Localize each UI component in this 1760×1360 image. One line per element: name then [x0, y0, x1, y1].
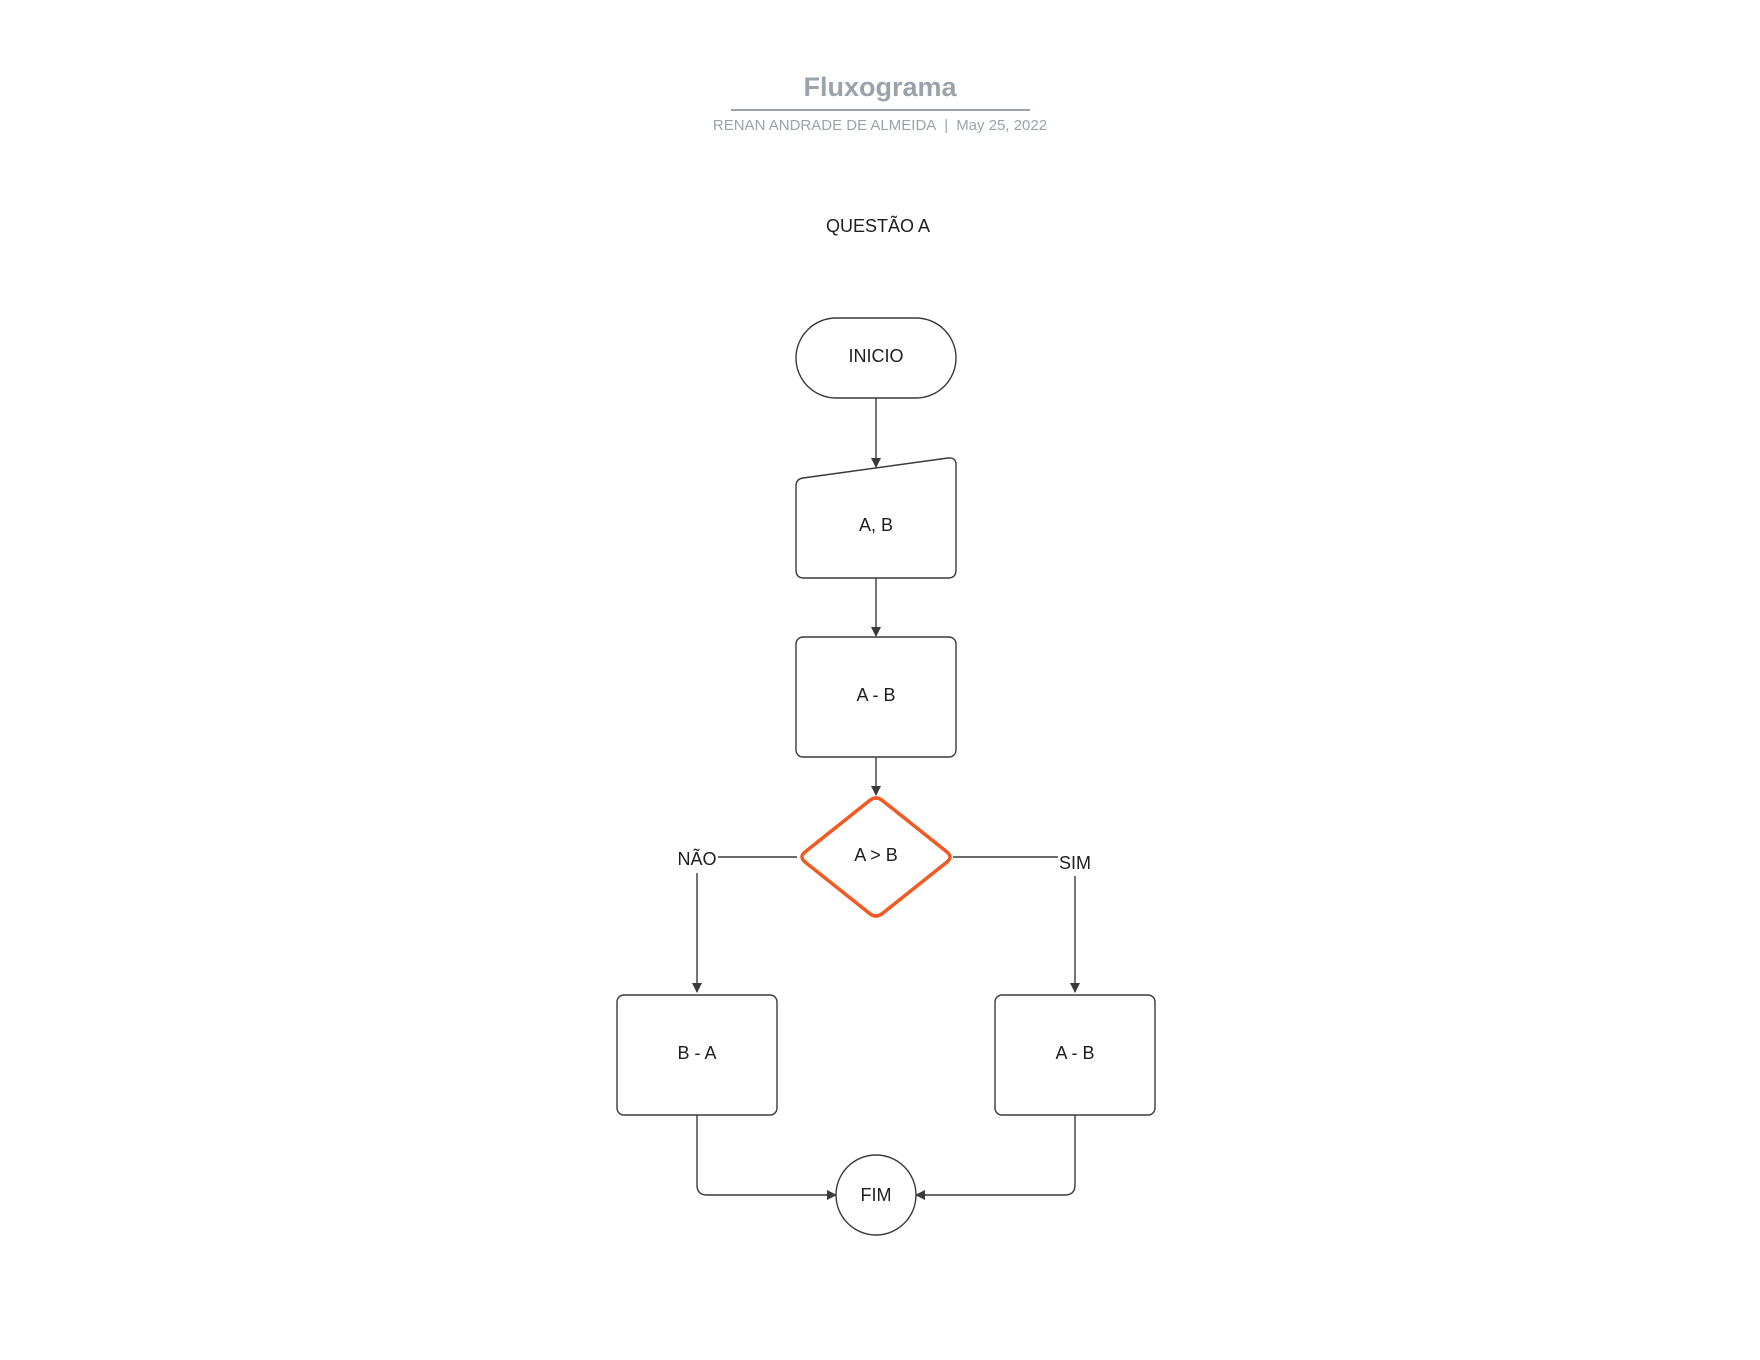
- edge-ab-to-end: [915, 1115, 1076, 1200]
- title-underline: [731, 109, 1030, 111]
- node-process: A - B: [795, 636, 957, 758]
- node-process-label: A - B: [856, 685, 895, 705]
- node-no-branch-label: B - A: [677, 1043, 716, 1063]
- node-end-label: FIM: [861, 1185, 892, 1205]
- node-no-branch: B - A: [616, 994, 778, 1116]
- node-input-label: A, B: [859, 515, 893, 535]
- edge-label-no: NÃO: [677, 848, 716, 869]
- edge-ba-to-end: [696, 1115, 837, 1200]
- diagram-heading: QUESTÃO A: [825, 216, 931, 236]
- page-title: Fluxograma: [803, 72, 957, 102]
- node-decision-label: A > B: [854, 845, 898, 865]
- document-date: May 25, 2022: [956, 117, 1048, 134]
- node-end: FIM: [835, 1154, 917, 1236]
- node-input: A, B: [795, 457, 957, 579]
- author-name: RENAN ANDRADE DE ALMEIDA: [712, 117, 937, 134]
- edge-label-yes: SIM: [1059, 853, 1091, 873]
- page-subtitle: RENAN ANDRADE DE ALMEIDA | May 25, 2022: [0, 117, 1760, 134]
- node-decision: A > B: [800, 796, 952, 918]
- node-yes-branch-label: A - B: [1055, 1043, 1094, 1063]
- subtitle-separator: |: [944, 117, 949, 134]
- node-yes-branch: A - B: [994, 994, 1156, 1116]
- node-start-label: INICIO: [848, 346, 903, 366]
- node-start: INICIO: [795, 317, 957, 399]
